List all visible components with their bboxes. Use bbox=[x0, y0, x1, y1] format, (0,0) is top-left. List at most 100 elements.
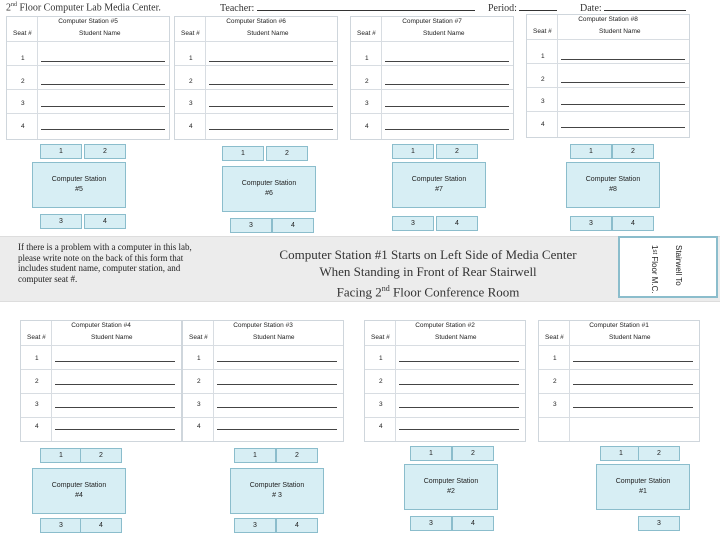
desk-seat: 3 bbox=[234, 518, 276, 533]
student-name-line[interactable] bbox=[573, 361, 693, 362]
period-line[interactable] bbox=[519, 2, 558, 11]
station-table-8: Computer Station #8 Seat # Student Name … bbox=[526, 14, 690, 138]
student-name-line[interactable] bbox=[217, 429, 337, 430]
desk-seat: 4 bbox=[436, 216, 478, 231]
student-name-line[interactable] bbox=[399, 384, 519, 385]
desk-seat: 4 bbox=[452, 516, 494, 531]
student-name-line[interactable] bbox=[385, 106, 509, 107]
desk-station-2: Computer Station #2 bbox=[404, 464, 498, 510]
student-name-line[interactable] bbox=[385, 84, 509, 85]
seat-number: 1 bbox=[553, 355, 557, 362]
student-name-line[interactable] bbox=[573, 407, 693, 408]
period-field[interactable]: Period: bbox=[488, 2, 558, 14]
desk-seat: 4 bbox=[276, 518, 318, 533]
stairwell-floor-suffix: Floor M.C. bbox=[650, 254, 659, 294]
desk-label: Computer Station #1 bbox=[615, 478, 671, 495]
problem-note: If there is a problem with a computer in… bbox=[18, 242, 192, 284]
date-line[interactable] bbox=[604, 2, 687, 11]
student-name-line[interactable] bbox=[209, 61, 333, 62]
student-name-line[interactable] bbox=[55, 407, 175, 408]
desk-seat: 1 bbox=[600, 446, 642, 461]
banner-line-3-sup: nd bbox=[381, 284, 390, 293]
desk-seat: 3 bbox=[638, 516, 680, 531]
student-name-line[interactable] bbox=[55, 429, 175, 430]
seat-header: Seat # bbox=[189, 334, 208, 341]
desk-seat: 4 bbox=[272, 218, 314, 233]
station-table-title: Computer Station #6 bbox=[226, 18, 286, 25]
seat-number: 3 bbox=[21, 100, 25, 107]
student-name-line[interactable] bbox=[217, 407, 337, 408]
banner-line-3: Facing 2nd Floor Conference Room bbox=[232, 280, 624, 300]
station-table-title: Computer Station #4 bbox=[71, 322, 131, 329]
name-header: Student Name bbox=[609, 334, 651, 341]
desk-seat: 4 bbox=[80, 518, 122, 533]
seat-number: 1 bbox=[197, 355, 201, 362]
student-name-line[interactable] bbox=[41, 106, 165, 107]
seat-header: Seat # bbox=[27, 334, 46, 341]
seat-number: 4 bbox=[541, 121, 545, 128]
student-name-line[interactable] bbox=[399, 429, 519, 430]
student-name-line[interactable] bbox=[399, 361, 519, 362]
seat-number: 2 bbox=[21, 78, 25, 85]
station-table-title: Computer Station #1 bbox=[589, 322, 649, 329]
station-table-7: Computer Station #7 Seat # Student Name … bbox=[350, 16, 514, 140]
student-name-line[interactable] bbox=[385, 129, 509, 130]
desk-seat: 3 bbox=[230, 218, 272, 233]
desk-seat: 4 bbox=[84, 214, 126, 229]
student-name-line[interactable] bbox=[385, 61, 509, 62]
teacher-field[interactable]: Teacher: bbox=[220, 2, 475, 14]
seat-number: 1 bbox=[365, 55, 369, 62]
seat-number: 4 bbox=[189, 123, 193, 130]
student-name-line[interactable] bbox=[561, 82, 685, 83]
desk-seat: 1 bbox=[410, 446, 452, 461]
desk-seat: 1 bbox=[570, 144, 612, 159]
student-name-line[interactable] bbox=[399, 407, 519, 408]
teacher-line[interactable] bbox=[256, 2, 475, 11]
student-name-line[interactable] bbox=[561, 127, 685, 128]
desk-label: Computer Station #6 bbox=[241, 180, 297, 197]
student-name-line[interactable] bbox=[41, 61, 165, 62]
seat-number: 1 bbox=[35, 355, 39, 362]
desk-station-3: Computer Station # 3 bbox=[230, 468, 324, 514]
student-name-line[interactable] bbox=[217, 361, 337, 362]
banner-line-1: Computer Station #1 Starts on Left Side … bbox=[279, 247, 577, 262]
desk-label: Computer Station #7 bbox=[411, 176, 467, 193]
name-header: Student Name bbox=[247, 30, 289, 37]
student-name-line[interactable] bbox=[217, 384, 337, 385]
seat-number: 3 bbox=[553, 401, 557, 408]
student-name-line[interactable] bbox=[41, 84, 165, 85]
desk-station-7: Computer Station #7 bbox=[392, 162, 486, 208]
orientation-banner: Computer Station #1 Starts on Left Side … bbox=[232, 246, 624, 300]
desk-label: Computer Station #5 bbox=[51, 176, 107, 193]
seat-number: 1 bbox=[379, 355, 383, 362]
student-name-line[interactable] bbox=[209, 84, 333, 85]
name-header: Student Name bbox=[79, 30, 121, 37]
seat-number: 4 bbox=[21, 123, 25, 130]
desk-seat: 2 bbox=[276, 448, 318, 463]
student-name-line[interactable] bbox=[561, 59, 685, 60]
seat-header: Seat # bbox=[533, 28, 552, 35]
student-name-line[interactable] bbox=[573, 384, 693, 385]
seat-number: 1 bbox=[189, 55, 193, 62]
seat-number: 2 bbox=[553, 378, 557, 385]
student-name-line[interactable] bbox=[41, 129, 165, 130]
station-table-title: Computer Station #3 bbox=[233, 322, 293, 329]
date-field[interactable]: Date: bbox=[580, 2, 687, 14]
desk-seat: 2 bbox=[84, 144, 126, 159]
station-table-title: Computer Station #5 bbox=[58, 18, 118, 25]
title-sup: nd bbox=[11, 2, 17, 8]
seat-number: 4 bbox=[379, 423, 383, 430]
desk-seat: 2 bbox=[638, 446, 680, 461]
desk-label: Computer Station #4 bbox=[51, 482, 107, 499]
student-name-line[interactable] bbox=[561, 104, 685, 105]
seat-header: Seat # bbox=[357, 30, 376, 37]
student-name-line[interactable] bbox=[55, 384, 175, 385]
desk-station-4: Computer Station #4 bbox=[32, 468, 126, 514]
student-name-line[interactable] bbox=[55, 361, 175, 362]
student-name-line[interactable] bbox=[209, 106, 333, 107]
seat-number: 3 bbox=[35, 401, 39, 408]
seat-number: 2 bbox=[541, 76, 545, 83]
teacher-label: Teacher: bbox=[220, 3, 255, 14]
student-name-line[interactable] bbox=[209, 129, 333, 130]
seat-number: 2 bbox=[35, 378, 39, 385]
